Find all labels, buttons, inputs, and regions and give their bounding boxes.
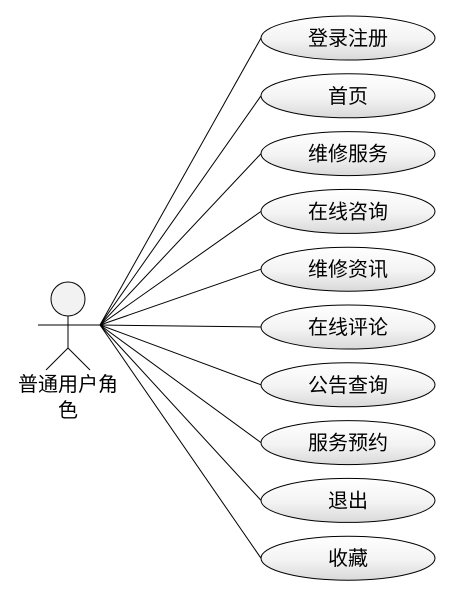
- actor-right-leg: [67, 347, 91, 371]
- association-line: [99, 210, 262, 326]
- use-case: 公告查询: [260, 362, 436, 408]
- use-case-label: 公告查询: [308, 373, 388, 397]
- association-line: [99, 324, 262, 328]
- use-case: 在线咨询: [260, 188, 436, 234]
- use-case-ellipse: [260, 535, 436, 581]
- association-lines: [99, 37, 262, 559]
- association-line: [99, 324, 262, 559]
- actor-label-line1: 普通用户角: [18, 372, 118, 396]
- use-case-ellipse: [260, 420, 436, 466]
- use-case-label: 服务预约: [308, 431, 388, 455]
- use-case-label: 在线咨询: [308, 199, 388, 223]
- use-case-ellipse: [260, 15, 436, 61]
- use-case: 在线评论: [260, 304, 436, 350]
- use-case: 退出: [260, 477, 436, 523]
- use-case-ellipse: [260, 188, 436, 234]
- use-case-label: 维修服务: [308, 142, 388, 166]
- actor-left-leg: [45, 347, 69, 371]
- use-case: 收藏: [260, 535, 436, 581]
- use-case: 维修服务: [260, 131, 436, 177]
- use-case-ellipse: [260, 304, 436, 350]
- association-line: [99, 324, 262, 501]
- association-line: [99, 268, 262, 326]
- use-case-ellipse: [260, 246, 436, 292]
- use-case-label: 退出: [328, 488, 368, 512]
- actor-stick-figure: 普通用户角 色: [18, 281, 118, 422]
- use-case: 维修资讯: [260, 246, 436, 292]
- use-case-ellipse: [260, 131, 436, 177]
- actor-head: [50, 281, 86, 317]
- association-line: [99, 324, 262, 386]
- association-line: [99, 95, 262, 326]
- use-case: 登录注册: [260, 15, 436, 61]
- use-case-label: 收藏: [328, 546, 368, 570]
- use-case: 首页: [260, 73, 436, 119]
- use-case-label: 维修资讯: [308, 257, 388, 281]
- association-line: [99, 324, 262, 444]
- use-case-ellipse: [260, 362, 436, 408]
- use-case-ellipse: [260, 73, 436, 119]
- use-case-label: 首页: [328, 84, 368, 108]
- use-case: 服务预约: [260, 420, 436, 466]
- use-case-label: 登录注册: [308, 26, 388, 50]
- association-line: [99, 153, 262, 326]
- use-case-ellipse: [260, 477, 436, 523]
- actor-label-line2: 色: [58, 398, 78, 422]
- use-case-label: 在线评论: [308, 315, 388, 339]
- association-line: [99, 37, 262, 326]
